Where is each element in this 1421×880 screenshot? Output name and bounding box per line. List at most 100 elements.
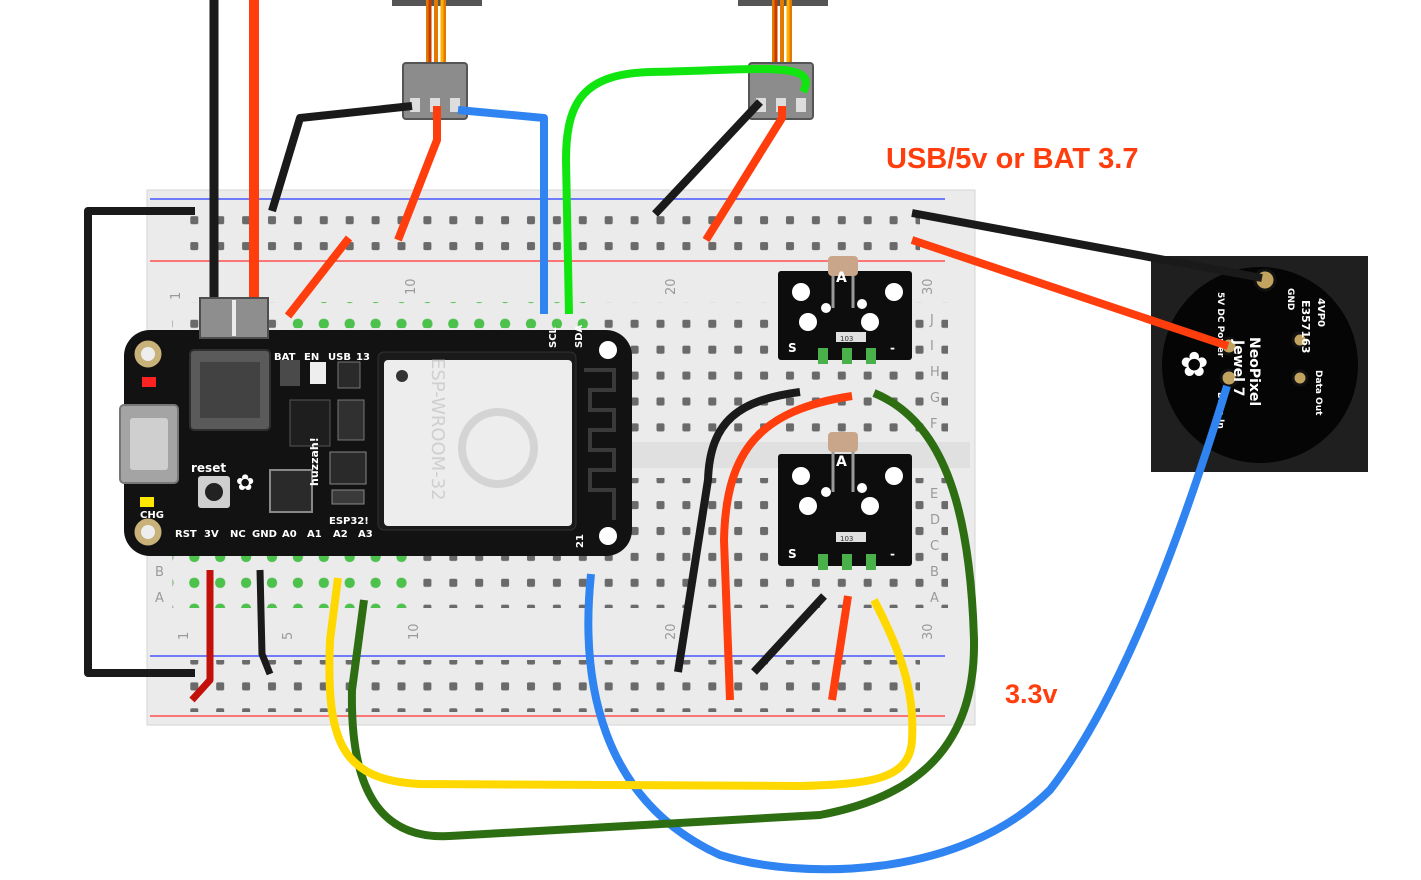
photocell-top: [828, 256, 858, 276]
adafruit-star-icon: ✿: [236, 471, 254, 496]
row-letter-b-left: B: [155, 565, 164, 580]
neopixel-pin-gnd: GND: [1285, 288, 1295, 310]
pin-label-sda: SDA: [574, 324, 585, 348]
sensor-top-pcb: [778, 271, 912, 360]
neopixel-pcb: [1162, 267, 1358, 463]
sensor-top-pin-s: S: [788, 341, 797, 355]
module-label: ESP-WROOM-32: [427, 358, 448, 501]
pin-label-usb: USB: [328, 352, 351, 363]
wire-black-neopixel-gnd: [911, 209, 1263, 282]
pin-label-13: 13: [356, 352, 370, 363]
wire-black-servo-right-gnd: [652, 99, 763, 217]
neopixel-subtitle: Jewel 7: [1230, 339, 1246, 397]
wire-green-sensor-top-signal: [347, 389, 979, 841]
row-letter-a-left: A: [155, 591, 164, 606]
wire-red-neopixel-power: [910, 236, 1230, 350]
pin-label-en: EN: [304, 352, 319, 363]
pin-label-a0: A0: [282, 529, 297, 540]
col-number-5-bottom: 5: [281, 632, 296, 640]
wire-red-servo-left-power: [394, 106, 441, 242]
connected-holes-top: [277, 302, 589, 328]
neopixel-part-code: E357163: [1299, 300, 1312, 353]
light-sensor-module-bottom: A 103 S -: [778, 432, 912, 570]
wire-red-3v-to-rail: [189, 570, 214, 703]
wire-green-servo-right-signal: [561, 64, 810, 315]
wire-yellow-sensor-bottom-signal: [325, 577, 917, 791]
row-letter-h: H: [930, 365, 940, 380]
led-red: [142, 377, 156, 387]
neopixel-jewel: ✿ NeoPixel Jewel 7 5V DC Power GND Data …: [1151, 256, 1368, 472]
pin-label-nc: NC: [230, 529, 246, 540]
row-letter-d: D: [930, 513, 940, 528]
row-letter-f: F: [930, 417, 937, 432]
wire-blue-servo-left-signal: [457, 106, 548, 314]
neopixel-pin-data-out: Data Out: [1313, 370, 1323, 416]
led-yellow: [140, 497, 154, 507]
neopixel-pin-power: 5V DC Power: [1215, 292, 1225, 358]
sensor-bottom-resistor-code: 103: [840, 535, 853, 543]
bottom-rail-holes: [180, 660, 920, 712]
wire-red-sensor-top-power: [719, 392, 853, 701]
col-number-30-top: 30: [921, 278, 936, 295]
espressif-logo-icon: [458, 408, 538, 488]
board-name: huzzah!: [308, 437, 321, 486]
pin-label-scl: SCL: [548, 326, 559, 348]
col-number-10-bottom: 10: [407, 623, 422, 640]
wire-red-servo-right-power: [702, 106, 786, 243]
neopixel-serial: 4VP0: [1315, 298, 1326, 327]
pin-label-bat: BAT: [274, 352, 296, 363]
row-letter-a: A: [930, 591, 939, 606]
antenna-trace: [584, 368, 616, 520]
pin-label-rst: RST: [175, 529, 197, 540]
col-number-20-top: 20: [664, 278, 679, 295]
chg-label: CHG: [140, 510, 164, 521]
row-letter-b: B: [930, 565, 939, 580]
top-rail-holes: [180, 200, 920, 252]
sensor-bottom-pin-minus: -: [890, 547, 895, 561]
servo-connector-left: [392, 0, 482, 120]
col-number-20-bottom: 20: [664, 623, 679, 640]
neopixel-title: NeoPixel: [1246, 337, 1262, 406]
pin-label-21: 21: [575, 534, 586, 548]
servo-connector-right: [738, 0, 828, 120]
col-number-10-top: 10: [404, 278, 419, 295]
pin-label-a1: A1: [307, 529, 322, 540]
wire-red-sensor-bottom-power: [828, 595, 852, 701]
sensor-bottom-photocell-label: A: [836, 454, 847, 470]
power-note-label: USB/5v or BAT 3.7: [886, 143, 1138, 175]
photocell-bottom: [828, 432, 858, 452]
wire-black-sensor-top-gnd: [674, 388, 801, 673]
adafruit-flower-icon: ✿: [1180, 345, 1209, 385]
col-number-30-bottom: 30: [921, 623, 936, 640]
light-sensor-module-top: A 103 S -: [778, 256, 912, 364]
row-letter-c: C: [930, 539, 939, 554]
sensor-bottom-pcb: [778, 454, 912, 566]
esp32-shield: [384, 360, 572, 526]
col-number-1-top: 1: [169, 292, 184, 300]
sensor-top-photocell-label: A: [836, 270, 847, 286]
pin-label-a3: A3: [358, 529, 373, 540]
wire-black-gnd-to-rail: [256, 569, 274, 676]
pin-label-3v: 3V: [204, 529, 219, 540]
wire-red-bat-to-rail: [284, 235, 353, 319]
pin-label-a2: A2: [333, 529, 348, 540]
pin-label-gnd: GND: [252, 529, 277, 540]
row-letter-g: G: [930, 391, 940, 406]
col-number-1-bottom: 1: [177, 632, 192, 640]
wire-black-servo-left-gnd: [268, 102, 413, 213]
row-letter-j: J: [929, 313, 934, 328]
sensor-top-pin-minus: -: [890, 341, 895, 355]
sensor-bottom-pin-s: S: [788, 547, 797, 561]
wire-black-rail-link: [84, 207, 195, 677]
chip-label: ESP32!: [329, 516, 369, 527]
row-letter-e: E: [930, 487, 938, 502]
esp32-feather-board: ✿ reset CHG huzzah! ESP32! BAT EN USB 13…: [119, 297, 632, 556]
wire-black-sensor-bottom-gnd: [751, 593, 827, 675]
wire-blue-neopixel-data: [584, 384, 1231, 874]
logic-voltage-label: 3.3v: [1005, 679, 1058, 709]
row-letter-i: I: [930, 339, 934, 354]
reset-label: reset: [191, 461, 226, 475]
sensor-top-resistor-code: 103: [840, 335, 853, 343]
